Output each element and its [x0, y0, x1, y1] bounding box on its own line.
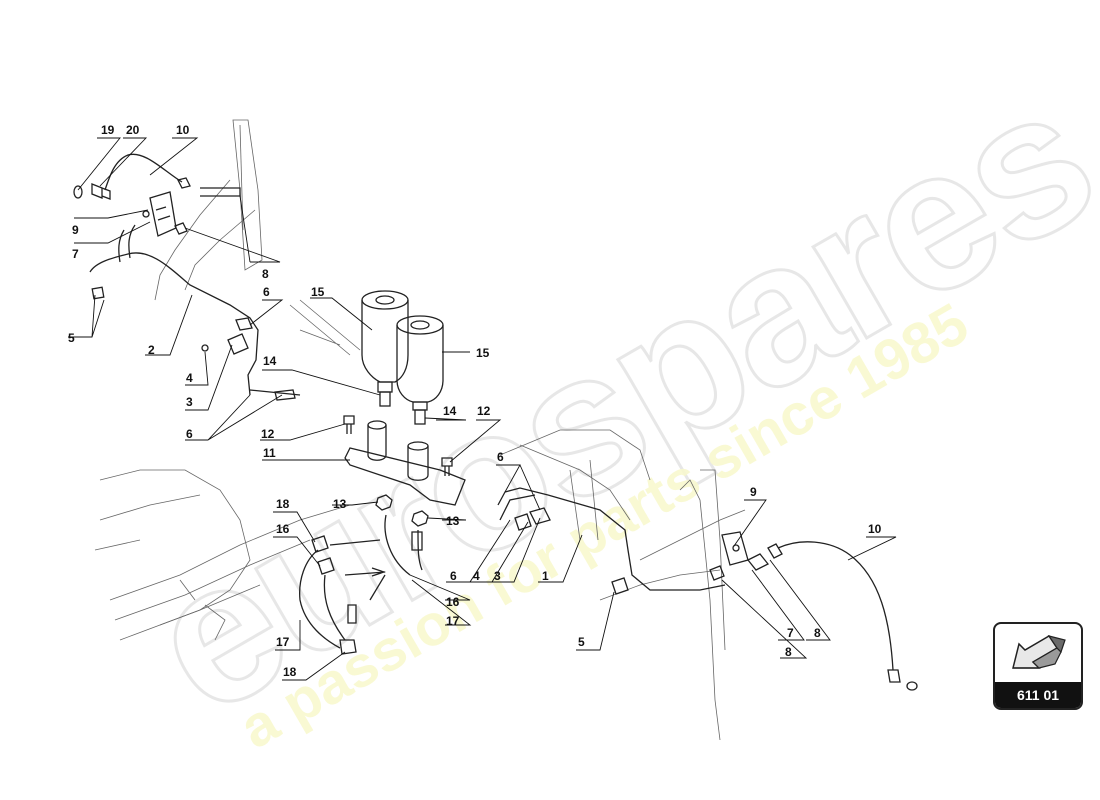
watermark: eurospares a passion for parts since 198… [114, 43, 1100, 761]
callout-label: 7 [787, 626, 794, 640]
callout-label: 18 [276, 497, 290, 511]
callout-label: 14 [263, 354, 277, 368]
callout-label: 9 [72, 223, 79, 237]
callout-label: 12 [477, 404, 491, 418]
reservoir-assembly [343, 290, 466, 576]
callout-label: 18 [283, 665, 297, 679]
callout-label: 6 [450, 569, 457, 583]
callout-label: 16 [446, 595, 460, 609]
callout-label: 4 [186, 371, 193, 385]
page-reference-badge: 611 01 [993, 622, 1083, 710]
callout-label: 10 [868, 522, 882, 536]
chassis-outline [94, 119, 746, 741]
callout-label: 3 [494, 569, 501, 583]
callout-labels: 19 20 10 9 7 8 6 5 2 4 3 6 15 15 14 14 1… [68, 123, 882, 679]
callout-label: 13 [446, 514, 460, 528]
callout-label: 13 [333, 497, 347, 511]
callout-label: 9 [750, 485, 757, 499]
callout-label: 6 [497, 450, 504, 464]
callout-label: 8 [262, 267, 269, 281]
callout-label: 10 [176, 123, 190, 137]
callout-label: 3 [186, 395, 193, 409]
callout-label: 17 [446, 614, 460, 628]
right-line-assembly [497, 487, 918, 691]
upper-left-assembly [73, 153, 301, 401]
callout-label: 6 [263, 285, 270, 299]
callout-label: 1 [542, 569, 549, 583]
callout-label: 14 [443, 404, 457, 418]
callout-label: 6 [186, 427, 193, 441]
callout-label: 17 [276, 635, 290, 649]
callout-label: 4 [473, 569, 480, 583]
leader-lines [68, 137, 897, 681]
callout-label: 15 [476, 346, 490, 360]
callout-label: 12 [261, 427, 275, 441]
arrow-icon [995, 624, 1081, 680]
callout-label: 15 [311, 285, 325, 299]
lower-hose-assembly [299, 535, 387, 655]
callout-label: 8 [785, 645, 792, 659]
callout-label: 20 [126, 123, 140, 137]
callout-label: 5 [578, 635, 585, 649]
callout-label: 8 [814, 626, 821, 640]
callout-label: 2 [148, 343, 155, 357]
callout-label: 16 [276, 522, 290, 536]
watermark-brand: eurospares [115, 45, 1100, 757]
callout-label: 5 [68, 331, 75, 345]
callout-label: 11 [263, 446, 276, 460]
page-reference-label: 611 01 [995, 682, 1081, 708]
callout-label: 7 [72, 247, 79, 261]
callout-label: 19 [101, 123, 115, 137]
